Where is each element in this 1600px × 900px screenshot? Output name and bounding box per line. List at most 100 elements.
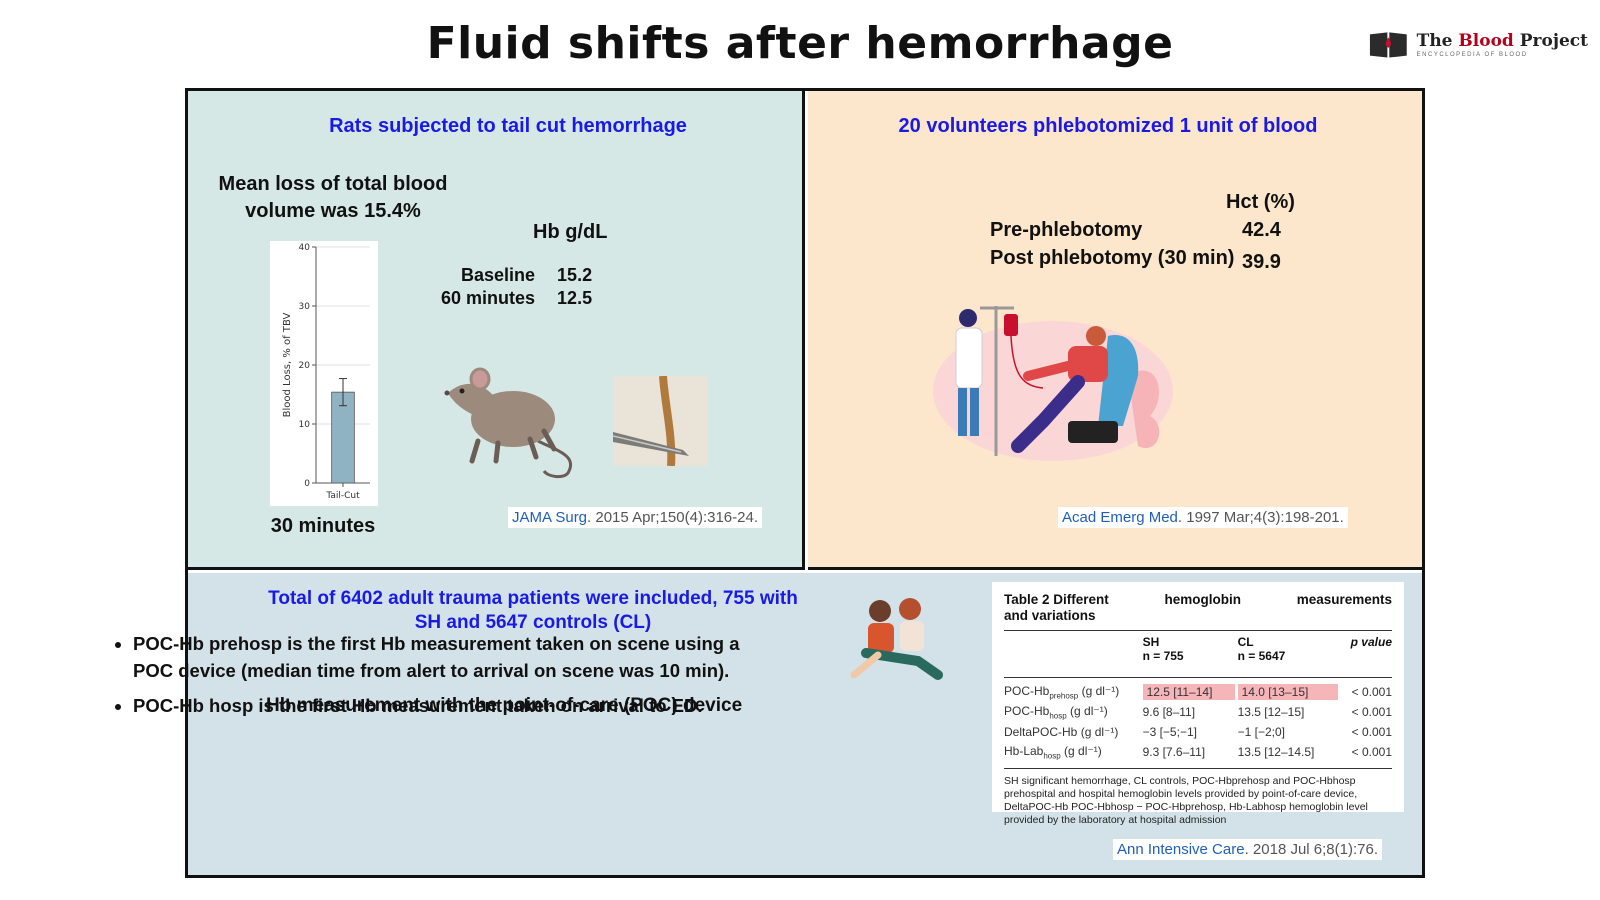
trauma-heading: Total of 6402 adult trauma patients were… [248, 587, 818, 635]
table-caption-right: measurements [1296, 592, 1392, 607]
trauma-reference-rest: . 2018 Jul 6;8(1):76. [1244, 841, 1378, 858]
rats-heading: Rats subjected to tail cut hemorrhage [329, 115, 687, 137]
row-sh: 9.3 [7.6–11] [1142, 745, 1206, 759]
hb-row: Baseline 15.2 [435, 265, 598, 286]
hct-row-label-pre: Pre-phlebotomy [990, 219, 1143, 241]
blood-loss-chart: 0 10 20 30 40 Tail-Cut Blood Loss, % of TBV [270, 241, 378, 506]
table-caption-left-1: Table 2 Different [1004, 592, 1109, 607]
row-name: Hb-Lab [1004, 743, 1044, 758]
hct-row-value-pre: 42.4 [1242, 219, 1281, 241]
row-name: DeltaPOC-Hb [1004, 725, 1078, 739]
row-sub: prehosp [1049, 691, 1079, 701]
col-cl-n: n = 5647 [1237, 649, 1286, 663]
volunteers-panel: 20 volunteers phlebotomized 1 unit of bl… [808, 91, 1422, 570]
page-title: Fluid shifts after hemorrhage [426, 18, 1174, 69]
col-cl: CL [1237, 635, 1254, 649]
hb-row-label: 60 minutes [441, 288, 536, 308]
mean-loss-line1: Mean loss of total blood [218, 173, 448, 195]
volunteers-heading: 20 volunteers phlebotomized 1 unit of bl… [898, 115, 1318, 137]
row-sh: 9.6 [8–11] [1142, 705, 1196, 719]
row-p: < 0.001 [1351, 745, 1392, 759]
col-sh-n: n = 755 [1142, 649, 1184, 663]
hemoglobin-table: Table 2 Different and variations hemoglo… [992, 582, 1404, 826]
hct-header: Hct (%) [1226, 191, 1295, 213]
mean-loss-text: Mean loss of total blood volume was 15.4… [208, 171, 458, 225]
row-sh: 12.5 [11–14] [1142, 684, 1235, 700]
row-unit: (g dl⁻¹) [1078, 683, 1120, 698]
chart-y-tick-label: 30 [299, 302, 311, 312]
chart-x-labels: Tail-Cut [325, 483, 360, 501]
logo-name-part3: Project [1513, 30, 1588, 51]
blood-project-logo[interactable]: The Blood Project ENCYCLOPEDIA OF BLOOD [1368, 26, 1588, 62]
table-row: DeltaPOC-Hb (g dl⁻¹) −3 [−5;−1] −1 [−2;0… [1004, 722, 1392, 742]
row-cl: 14.0 [13–15] [1237, 684, 1338, 700]
hct-row-label-post: Post phlebotomy (30 min) [990, 247, 1235, 269]
rats-panel: Rats subjected to tail cut hemorrhage Me… [188, 91, 805, 570]
chart-bars [331, 378, 355, 484]
chart-y-axis-label: Blood Loss, % of TBV [282, 313, 293, 418]
hb-row-label: Baseline [461, 265, 536, 285]
chart-y-tick-label: 0 [304, 479, 310, 489]
chart-y-tick-label: 20 [299, 361, 311, 371]
table-rule [1004, 677, 1392, 678]
rat-illustration [444, 367, 572, 479]
row-name: POC-Hb [1004, 683, 1050, 698]
hb-row: 60 minutes 12.5 [435, 288, 598, 309]
volunteers-reference-journal[interactable]: Acad Emerg Med [1062, 509, 1178, 526]
row-cl: 13.5 [12–14.5] [1237, 745, 1315, 759]
row-sub: hosp [1049, 711, 1067, 721]
hb-values-table: Baseline 15.2 60 minutes 12.5 [433, 263, 600, 311]
col-sh: SH [1142, 635, 1160, 649]
col-p: p value [1350, 635, 1392, 649]
rats-reference-rest: . 2015 Apr;150(4):316-24. [587, 509, 758, 526]
table-caption-mid: hemoglobin [1164, 592, 1241, 607]
row-unit: (g dl⁻¹) [1066, 703, 1108, 718]
rats-reference[interactable]: JAMA Surg. 2015 Apr;150(4):316-24. [508, 507, 762, 528]
trauma-bullet-list: POC-Hb prehosp is the first Hb measureme… [105, 630, 755, 727]
row-name: POC-Hb [1004, 703, 1050, 718]
row-sub: hosp [1043, 751, 1061, 761]
trauma-heading-line2: SH and 5647 controls (CL) [414, 612, 652, 633]
phlebotomy-illustration [933, 306, 1173, 461]
row-p: < 0.001 [1351, 725, 1392, 739]
volunteers-reference-rest: . 1997 Mar;4(3):198-201. [1177, 509, 1344, 526]
chart-y-tick-label: 40 [299, 243, 311, 253]
list-item: POC-Hb prehosp is the first Hb measureme… [133, 630, 755, 684]
logo-tagline: ENCYCLOPEDIA OF BLOOD [1416, 51, 1528, 58]
time-label: 30 minutes [270, 515, 376, 537]
row-cl: −1 [−2;0] [1237, 725, 1285, 739]
row-sh: −3 [−5;−1] [1142, 725, 1197, 739]
chart-y-tick-label: 10 [299, 420, 311, 430]
row-p: < 0.001 [1351, 705, 1392, 719]
table-footnote: SH significant hemorrhage, CL controls, … [1004, 775, 1368, 826]
table-row: Hb-Labhosp (g dl⁻¹) 9.3 [7.6–11] 13.5 [1… [1004, 742, 1392, 762]
row-unit: (g dl⁻¹) [1077, 725, 1119, 739]
book-logo-icon [1369, 32, 1407, 58]
row-unit: (g dl⁻¹) [1060, 743, 1102, 758]
hb-row-value: 15.2 [557, 265, 593, 285]
chart-x-tick-label: Tail-Cut [325, 491, 360, 501]
trauma-reference-journal[interactable]: Ann Intensive Care [1117, 841, 1245, 858]
table-rule [1004, 768, 1392, 769]
trauma-care-illustration [850, 598, 943, 680]
tail-cut-photo [613, 376, 708, 466]
logo-name-part1: The [1416, 30, 1459, 51]
table-row: POC-Hbhosp (g dl⁻¹) 9.6 [8–11] 13.5 [12–… [1004, 702, 1392, 722]
row-p: < 0.001 [1351, 685, 1392, 699]
mean-loss-line2: volume was 15.4% [245, 200, 421, 222]
volunteers-reference[interactable]: Acad Emerg Med. 1997 Mar;4(3):198-201. [1058, 507, 1348, 528]
table-caption: Table 2 Different and variations hemoglo… [1004, 592, 1392, 624]
hct-row-value-post: 39.9 [1242, 251, 1281, 273]
hb-row-value: 12.5 [557, 288, 593, 308]
hb-header: Hb g/dL [533, 221, 608, 243]
blood-loss-chart-svg: 0 10 20 30 40 Tail-Cut Blood Loss, % of TBV [282, 243, 370, 501]
trauma-heading-line1: Total of 6402 adult trauma patients were… [268, 588, 798, 609]
rats-reference-journal[interactable]: JAMA Surg [512, 509, 588, 526]
table-row: POC-Hbprehosp (g dl⁻¹) 12.5 [11–14] 14.0… [1004, 682, 1392, 702]
trauma-reference[interactable]: Ann Intensive Care. 2018 Jul 6;8(1):76. [1113, 839, 1382, 860]
trauma-subheading: Hb measurement with the point-of-care (P… [266, 695, 743, 716]
table-caption-left-2: and variations [1004, 608, 1096, 623]
row-cl: 13.5 [12–15] [1237, 705, 1305, 719]
table-rule [1004, 630, 1392, 631]
